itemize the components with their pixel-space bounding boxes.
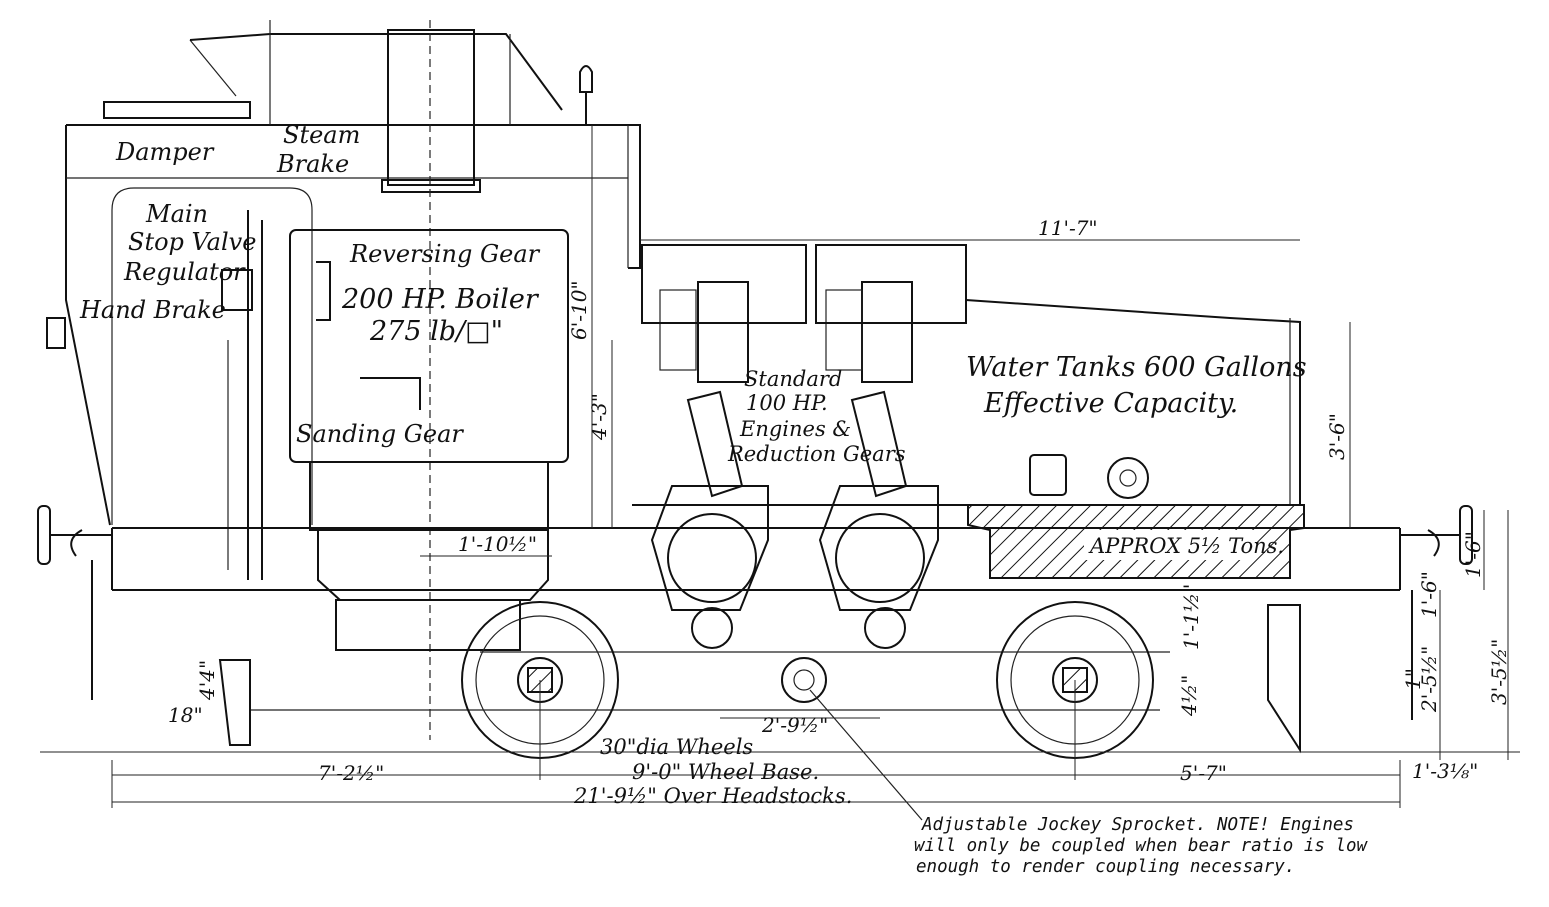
label-over-headstocks: 21'-9½" Over Headstocks.	[573, 784, 852, 808]
label-effective-capacity: Effective Capacity.	[983, 388, 1238, 419]
boiler	[289, 229, 569, 651]
label-wheels: 30"dia Wheels	[600, 735, 753, 759]
dim-1-3-eighth: 1'-3⅛"	[1412, 759, 1478, 783]
engine-left	[650, 281, 769, 611]
dim-2-5-half: 2'-5½"	[1417, 646, 1441, 713]
label-engines-2: 100 HP.	[746, 391, 828, 415]
dim-1-6-b: 1'-6"	[1417, 571, 1441, 618]
label-engines-4: Reduction Gears	[727, 442, 906, 466]
cab	[46, 20, 641, 526]
dim-4-3: 4'-3"	[587, 393, 611, 441]
note-line-2: will only be coupled when bear ratio is …	[914, 836, 1369, 856]
label-steam-brake-2: Brake	[276, 150, 349, 178]
tank-lids	[641, 244, 967, 324]
chimney	[381, 20, 481, 740]
label-water-tanks: Water Tanks 600 Gallons	[966, 352, 1307, 383]
dim-1-6-a: 1'-6"	[1461, 531, 1485, 578]
dim-4-4: 4'4"	[195, 660, 219, 701]
label-engines-3: Engines &	[739, 417, 851, 441]
engine-right	[818, 281, 939, 611]
dim-6-10: 6'-10"	[567, 280, 591, 340]
whistle	[579, 65, 593, 125]
label-boiler-pressure: 275 lb/□"	[369, 316, 503, 347]
label-wheel-base: 9'-0" Wheel Base.	[632, 760, 819, 784]
dim-1: 1"	[1401, 668, 1425, 690]
dim-1-10-half: 1'-10½"	[458, 532, 537, 556]
step-left	[218, 659, 251, 746]
label-reversing-gear: Reversing Gear	[349, 240, 541, 268]
note-line-1: Adjustable Jockey Sprocket. NOTE! Engine…	[921, 815, 1354, 835]
buffer-right	[1400, 505, 1473, 720]
label-hand-brake: Hand Brake	[79, 296, 226, 324]
label-sanding-gear: Sanding Gear	[296, 420, 464, 448]
frame	[111, 527, 1401, 711]
dim-3-6: 3'-6"	[1325, 413, 1349, 460]
label-damper: Damper	[115, 138, 215, 166]
ballast-block	[967, 504, 1305, 579]
label-engines-1: Standard	[744, 367, 842, 391]
dim-3-5-half: 3'-5½"	[1487, 639, 1511, 705]
label-steam-brake-1: Steam	[283, 121, 360, 149]
dim-4-half: 4½"	[1177, 675, 1201, 717]
buffer-left	[37, 505, 112, 700]
dim-2-9-half: 2'-9½"	[761, 713, 828, 737]
label-main: Main	[145, 200, 208, 228]
dimension-lines	[40, 125, 1520, 808]
controls	[221, 210, 421, 580]
label-boiler: 200 HP. Boiler	[341, 284, 540, 315]
step-right	[1267, 604, 1301, 754]
note-line-3: enough to render coupling necessary.	[916, 857, 1295, 877]
label-stop-valve: Stop Valve	[128, 228, 256, 256]
dim-5-7: 5'-7"	[1180, 761, 1227, 785]
dim-7-2-half: 7'-2½"	[318, 761, 384, 785]
jockey-sprocket	[691, 607, 923, 821]
dim-1-1-half: 1'-1½"	[1179, 584, 1203, 650]
dim-tank-length: 11'-7"	[1038, 216, 1098, 240]
label-regulator: Regulator	[123, 258, 246, 286]
label-ballast: APPROX 5½ Tons.	[1088, 534, 1284, 558]
dim-18: 18"	[168, 703, 203, 727]
